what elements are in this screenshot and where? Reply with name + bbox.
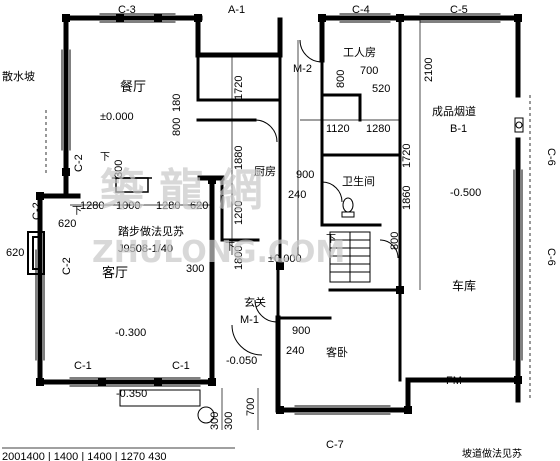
tag-down1: 下 [100, 152, 110, 163]
watermark-cn: 築 龍 網 [100, 165, 263, 216]
dim-900a: 900 [296, 169, 314, 181]
tag-a1: A-1 [228, 4, 245, 16]
dim-620a: 620 [190, 200, 208, 212]
tag-m1: M-1 [240, 314, 259, 326]
room-living: 客厅 [102, 265, 128, 281]
dim-bottom-chain: 2001400 | 1400 | 1400 | 1270 430 [2, 451, 167, 461]
dim-300d: 300 [223, 412, 235, 430]
tag-c3: C-3 [118, 4, 136, 16]
dim-300c: 300 [209, 412, 221, 430]
tag-c2a: C-2 [73, 154, 85, 172]
dim-300b: 300 [186, 263, 204, 275]
tag-c7: C-7 [326, 439, 344, 451]
elev-entry-step: -0.050 [226, 355, 257, 367]
room-kitchen: 厨房 [254, 165, 276, 178]
note-flue: 成品烟道 [432, 104, 476, 118]
dimension-lines [2, 20, 421, 449]
tag-c1a: C-1 [74, 360, 92, 372]
elev-dining: ±0.000 [100, 111, 134, 123]
watermark-en: ZHULONG.COM [92, 235, 345, 270]
dim-1280a: 1280 [366, 123, 390, 135]
dim-1720b: 1720 [401, 144, 413, 168]
tag-c5: C-5 [450, 4, 468, 16]
tag-m2: M-2 [293, 63, 312, 75]
stair [329, 231, 371, 283]
dim-700b: 700 [245, 398, 257, 416]
tag-c4: C-4 [352, 4, 370, 16]
room-entrance: 玄关 [244, 295, 266, 309]
dim-520: 520 [372, 83, 390, 95]
tag-c6a: C-6 [545, 148, 557, 166]
dim-1800: 1800 [233, 246, 245, 270]
tag-c1b: C-1 [172, 360, 190, 372]
dim-180: 180 [171, 94, 183, 112]
elev-garage: -0.500 [450, 187, 481, 199]
apron-edge [45, 95, 531, 400]
room-garage: 车库 [452, 278, 476, 293]
note-step-code: J9508-1/40 [118, 243, 173, 255]
sink-fixture [514, 117, 524, 133]
columns [36, 14, 522, 414]
dim-1860: 1860 [401, 186, 413, 210]
dim-1880: 1880 [233, 146, 245, 170]
dim-800a: 800 [335, 70, 347, 88]
tag-c2b: C-2 [31, 202, 43, 220]
dim-1280b: 1280 [80, 200, 104, 212]
room-guest: 客卧 [326, 345, 348, 359]
bay-window [27, 231, 45, 275]
room-worker: 工人房 [343, 46, 376, 59]
dim-1000: 1000 [116, 200, 140, 212]
room-bathroom: 卫生间 [342, 174, 375, 188]
note-apron: 散水坡 [2, 69, 35, 83]
dim-2100: 2100 [423, 58, 435, 82]
dim-1280c: 1280 [156, 200, 180, 212]
toilet-fixture [341, 197, 355, 218]
dim-1200: 1200 [233, 201, 245, 225]
note-step-ref: 踏步做法见苏 [118, 224, 184, 238]
elev-hall: ±0.000 [268, 253, 302, 265]
dim-1720a: 1720 [233, 76, 245, 100]
room-dining: 餐厅 [120, 79, 146, 95]
tag-b1: B-1 [450, 123, 467, 135]
dim-300a: 300 [113, 160, 125, 178]
tag-c2c: C-2 [61, 257, 73, 275]
dim-700: 700 [360, 65, 378, 77]
dim-620c: 620 [6, 247, 24, 259]
note-fm: FM- [446, 375, 466, 387]
note-bottom: 坡道做法见苏 [462, 447, 522, 460]
outdoor-step [119, 389, 215, 424]
elev-porch: -0.350 [116, 388, 147, 400]
tag-down4: 下 [72, 206, 82, 217]
dim-620b: 620 [58, 218, 76, 230]
tag-down2: 下 [225, 242, 235, 253]
door-arcs [231, 39, 399, 356]
dim-1120: 1120 [326, 123, 350, 135]
dim-900b: 900 [292, 325, 310, 337]
elev-living: -0.300 [115, 327, 146, 339]
tag-c6b: C-6 [545, 248, 557, 266]
hearth [112, 177, 152, 193]
dim-800b: 800 [171, 118, 183, 136]
tag-down3: 下 [326, 234, 336, 245]
dim-800c: 800 [389, 232, 401, 250]
dim-240b: 240 [286, 345, 304, 357]
dim-240a: 240 [288, 189, 306, 201]
